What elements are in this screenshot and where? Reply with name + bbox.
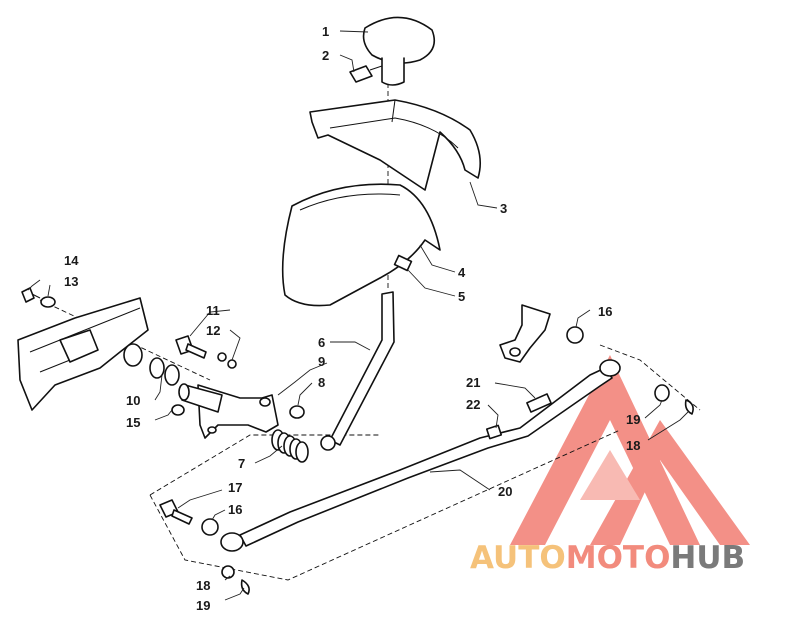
callout-10: 10 [126,393,140,408]
shift-lever [320,291,395,451]
callout-3: 3 [500,201,507,216]
small-nut [227,359,237,369]
knob-screw [349,65,383,83]
callout-20: 20 [498,484,512,499]
clip-washer-left [221,565,235,579]
callout-11: 11 [206,303,220,318]
pivot-nut [289,405,305,419]
pivot-bolt [175,335,207,359]
frame-washer [40,296,56,308]
linkage-bracket [499,304,551,363]
bushing-upper [566,326,584,344]
callout-13: 13 [64,274,78,289]
callout-18-left: 18 [196,578,210,593]
callout-1: 1 [322,24,329,39]
callout-8: 8 [318,375,325,390]
watermark-triangle-right [590,420,750,545]
washer-b [164,364,180,386]
callout-14: 14 [64,253,79,268]
lever-washer [171,404,185,416]
rod-jam-nut [485,424,503,440]
bushing-lower [201,518,219,536]
callout-6: 6 [318,335,325,350]
watermark-moto: MOTO [566,540,671,576]
callout-5: 5 [458,289,465,304]
shift-grommet [393,254,413,272]
watermark-hub: HUB [670,540,745,576]
callout-2: 2 [322,48,329,63]
callout-7: 7 [238,456,245,471]
frame-section [17,297,149,411]
clip-washer-right [654,384,670,402]
callout-19-right: 19 [626,412,640,427]
leader-lines [27,30,689,601]
watermark-auto: AUTO [470,540,566,576]
pivot-shaft [178,383,223,413]
callout-16-upper: 16 [598,304,612,319]
callout-18-right: 18 [626,438,640,453]
watermark-triangle-inner [580,450,640,500]
watermark-text: AUTOMOTOHUB [470,540,745,576]
callout-15: 15 [126,415,140,430]
callout-17: 17 [228,480,242,495]
watermark-logo [510,355,750,545]
shift-rod [220,359,621,552]
rod-adjuster [526,393,552,413]
e-clip-left [240,579,250,595]
frame-bolt [21,287,41,303]
washer-a [149,357,165,379]
callout-4: 4 [458,265,466,280]
callout-21: 21 [466,375,480,390]
callout-labels: 1 2 3 4 5 6 9 8 7 10 11 12 14 13 15 16 1… [64,24,640,613]
e-clip-right [684,399,694,415]
return-spring [271,429,309,463]
lower-shifter-cover [281,183,441,307]
rod-bolt [159,499,193,525]
callout-22: 22 [466,397,480,412]
callout-16-lower: 16 [228,502,242,517]
small-washer [217,352,227,362]
upper-shifter-cover [309,99,481,191]
watermark-triangle-left [510,355,700,545]
callout-9: 9 [318,354,325,369]
shift-knob [362,16,436,86]
callout-12: 12 [206,323,220,338]
callout-19-left: 19 [196,598,210,613]
